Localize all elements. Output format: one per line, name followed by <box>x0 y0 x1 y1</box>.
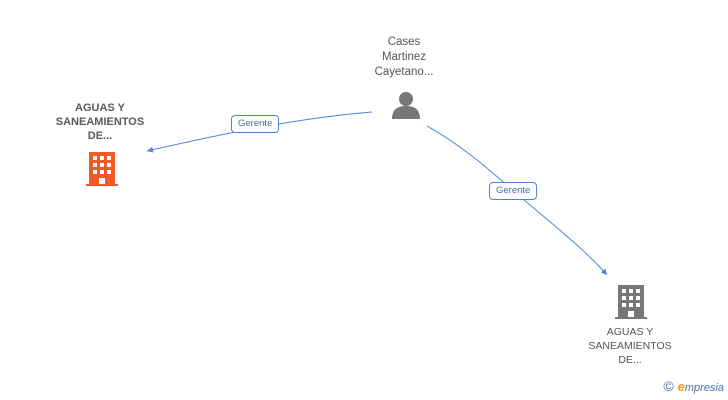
brand-footer[interactable]: © empresia <box>663 378 724 394</box>
edge-person-to-other-company <box>426 125 608 276</box>
person-icon[interactable] <box>391 90 421 120</box>
edge-label-gerente[interactable]: Gerente <box>231 115 280 133</box>
person-label-line-1: Cases <box>387 36 421 48</box>
company-main-label-line-1: AGUAS Y <box>75 102 125 114</box>
person-label-line-3: Cayetano... <box>374 66 434 78</box>
brand-name: mpresia <box>684 381 724 394</box>
company-other-label-line-2: SANEAMIENTOS <box>588 340 672 352</box>
company-other-label[interactable]: AGUAS Y SANEAMIENTOS DE... <box>570 325 690 367</box>
empresia-logo: empresia <box>678 379 724 394</box>
company-main-label[interactable]: AGUAS Y SANEAMIENTOS DE... <box>40 101 160 143</box>
building-icon[interactable] <box>615 285 647 319</box>
building-icon[interactable] <box>86 152 118 186</box>
company-other-label-line-3: DE... <box>618 354 642 366</box>
company-main-label-line-3: DE... <box>87 130 113 142</box>
edge-label-gerente[interactable]: Gerente <box>489 182 538 200</box>
company-other-label-line-1: AGUAS Y <box>606 326 654 338</box>
company-main-label-line-2: SANEAMIENTOS <box>55 116 145 128</box>
person-label[interactable]: Cases Martinez Cayetano... <box>352 35 456 80</box>
brand-initial: e <box>677 378 685 394</box>
copyright-icon: © <box>663 378 674 394</box>
person-label-line-2: Martinez <box>381 51 427 63</box>
